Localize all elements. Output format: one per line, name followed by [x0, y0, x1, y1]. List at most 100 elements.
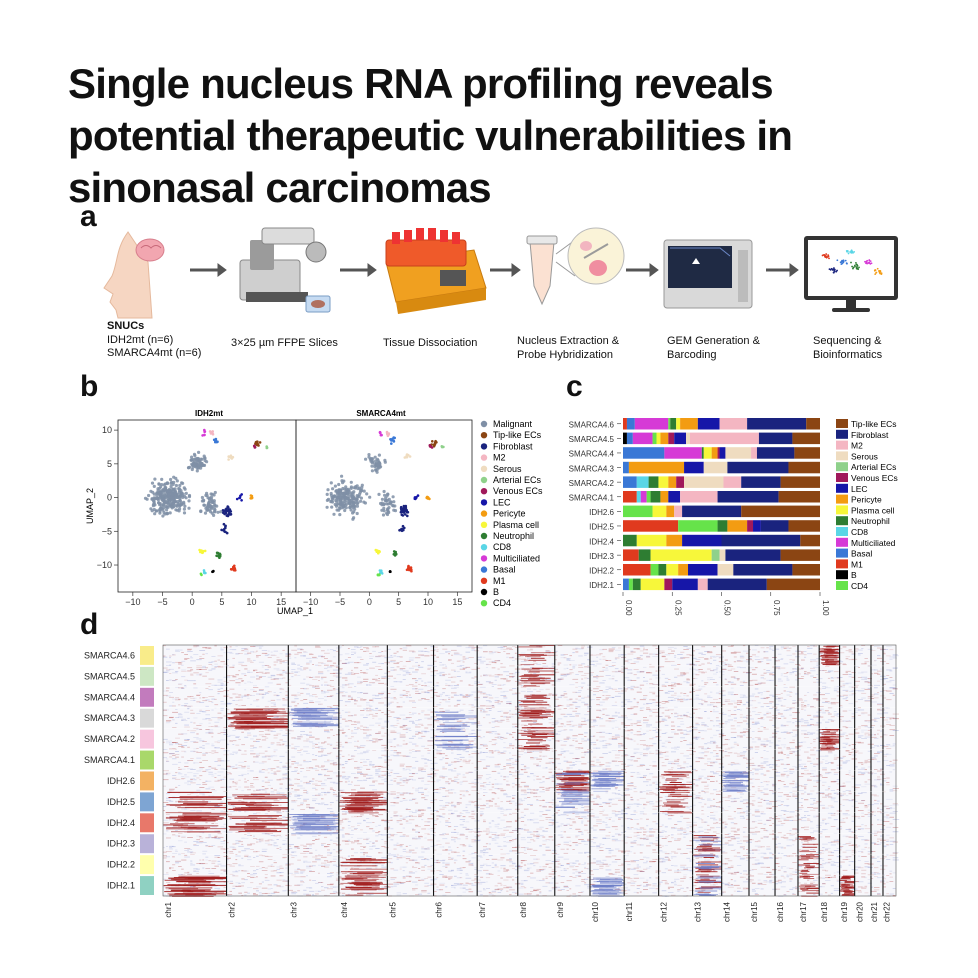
umap-xtick: 0	[190, 597, 195, 607]
paper-title: Single nucleus RNA profiling reveals pot…	[68, 60, 793, 211]
panel-label-d: d	[80, 608, 99, 641]
bar-row-label: SMARCA4.2	[569, 479, 615, 488]
bar-segment	[723, 476, 742, 488]
umap-legend-swatch	[480, 566, 488, 573]
bar-xtick: 0.75	[772, 600, 781, 616]
bar-segment	[733, 564, 793, 576]
bar-segment	[668, 476, 677, 488]
bar-segment	[640, 491, 647, 503]
bar-segment	[684, 476, 724, 488]
step-gem-label: GEM Generation & Barcoding	[667, 335, 760, 362]
snucs-smarca4-count: SMARCA4mt (n=6)	[107, 347, 202, 359]
umap-ytick: 5	[107, 459, 112, 469]
step-dissociation-line1: Tissue Dissociation	[383, 337, 478, 349]
bar-segment	[623, 418, 627, 430]
bar-legend-label: Serous	[851, 451, 878, 461]
bar-segment	[623, 505, 653, 518]
umap-xtick: 5	[219, 597, 224, 607]
bar-segment	[674, 432, 687, 445]
bar-segment	[703, 461, 728, 474]
panel-label-b: b	[80, 370, 99, 403]
bar-segment	[760, 520, 789, 532]
umap-legend-label: CD8	[493, 542, 511, 552]
step-ffpe-line1: 3×25 µm FFPE Slices	[231, 337, 338, 349]
umap-legend-swatch	[480, 499, 488, 506]
umap-ylabel: UMAP_2	[85, 488, 95, 524]
bar-segment	[666, 534, 683, 547]
bar-segment	[725, 549, 781, 561]
bar-segment	[623, 534, 637, 547]
heatmap-row-label: IDH2.5	[107, 797, 135, 807]
bar-segment	[650, 491, 661, 503]
bar-segment	[751, 447, 757, 459]
bar-segment	[676, 418, 681, 430]
panel-label-c: c	[566, 370, 583, 403]
heatmap-chrom-label: chr15	[750, 901, 759, 922]
umap-xtick: 10	[423, 597, 433, 607]
bar-segment	[684, 461, 704, 474]
bar-legend-swatch	[836, 570, 848, 580]
umap-legend-label: M1	[493, 576, 506, 586]
umap-legend-label: Plasma cell	[493, 520, 539, 530]
umap-legend-label: CD4	[493, 598, 511, 608]
bar-legend-swatch	[836, 527, 848, 536]
bar-segment	[721, 534, 801, 547]
heatmap-row-color	[140, 792, 154, 812]
heatmap-row-color	[140, 876, 154, 895]
bar-legend-label: B	[851, 570, 857, 580]
bar-segment	[648, 476, 659, 488]
heatmap-chrom-label: chr3	[289, 901, 298, 917]
umap-legend-label: Tip-like ECs	[493, 430, 542, 440]
bar-segment	[636, 491, 641, 503]
bar-segment	[623, 447, 665, 459]
umap-xlabel: UMAP_1	[277, 606, 313, 616]
bar-segment	[676, 476, 685, 488]
snucs-idh2-count: IDH2mt (n=6)	[107, 333, 174, 346]
bar-legend-label: Neutrophil	[851, 516, 890, 526]
bar-segment	[664, 578, 673, 591]
bar-segment	[674, 505, 683, 518]
heatmap-row-color	[140, 646, 154, 665]
bar-segment	[640, 578, 665, 591]
bar-segment	[626, 418, 635, 430]
umap-legend-swatch	[480, 532, 488, 540]
bar-segment	[623, 578, 629, 591]
bar-legend-label: Plasma cell	[851, 505, 895, 515]
heatmap-chrom-label: chr19	[840, 901, 849, 922]
bar-segment	[688, 564, 718, 576]
bar-legend-swatch	[836, 462, 848, 472]
bar-legend-label: Multiciliated	[851, 538, 896, 548]
step-seq-line1: Sequencing &	[813, 335, 882, 347]
bar-segment	[632, 432, 653, 445]
bar-segment	[792, 564, 820, 576]
umap-ytick: −10	[97, 560, 112, 570]
bar-segment	[678, 564, 689, 576]
bar-segment	[634, 418, 669, 430]
heatmap-chrom-label: chr14	[723, 901, 732, 922]
heatmap-chrom-label: chr6	[435, 901, 444, 917]
bar-row-label: IDH2.4	[589, 537, 614, 546]
bar-legend-swatch	[836, 451, 848, 461]
tissue-dissociator-icon	[385, 228, 487, 314]
umap-title-smarca4: SMARCA4mt	[356, 409, 406, 418]
bar-row-label: IDH2.3	[589, 552, 614, 561]
bar-legend-label: M2	[851, 441, 863, 451]
bar-segment	[794, 447, 820, 459]
heatmap-row-color	[140, 855, 154, 875]
bar-row-label: SMARCA4.3	[569, 464, 615, 473]
heatmap-chrom-label: chr10	[591, 901, 600, 922]
bar-segment	[741, 505, 820, 518]
umap-legend-swatch	[480, 476, 488, 484]
bar-legend-label: M1	[851, 559, 863, 569]
umap-xtick: −5	[157, 597, 167, 607]
umap-xtick: 15	[452, 597, 462, 607]
step-nucleus-line1: Nucleus Extraction &	[517, 335, 620, 347]
umap-legend-label: Arterial ECs	[493, 475, 542, 485]
heatmap-row-label: SMARCA4.1	[84, 755, 135, 765]
heatmap-chrom-label: chr11	[625, 901, 634, 921]
heatmap-chrom-label: chr4	[340, 901, 349, 917]
heatmap-row-color	[140, 750, 154, 770]
umap-legend-swatch	[480, 432, 488, 439]
bar-legend-swatch	[836, 516, 848, 526]
heatmap-row-color	[140, 729, 154, 749]
